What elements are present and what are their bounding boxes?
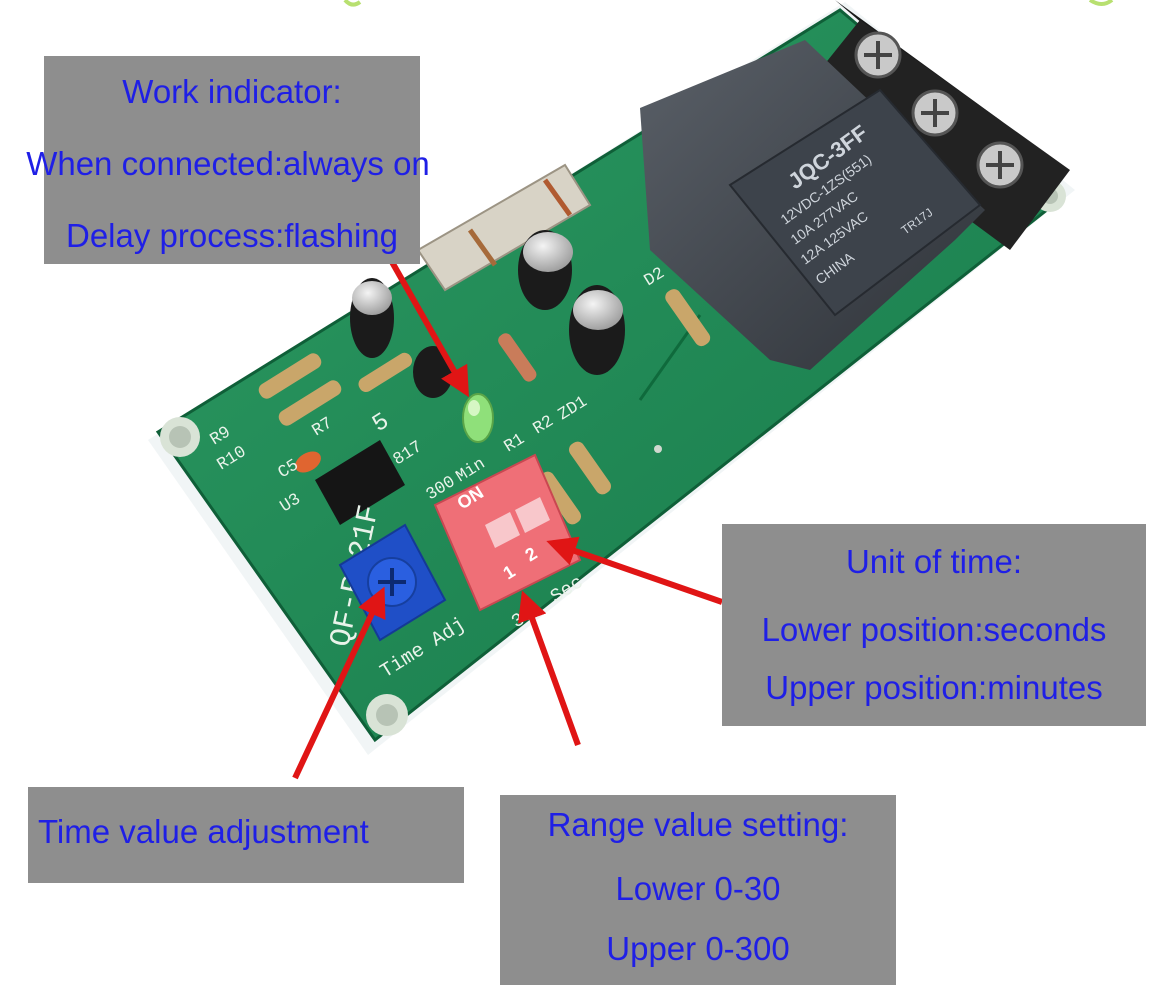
terminal-block xyxy=(800,0,1070,250)
work-indicator-connected-text: When connected:always on xyxy=(26,145,430,182)
work-indicator-led xyxy=(462,393,494,443)
work-indicator-delay-text: Delay process:flashing xyxy=(66,217,398,254)
time-value-title: Time value adjustment xyxy=(38,813,369,850)
unit-of-time-callout: Unit of time: Lower position:seconds Upp… xyxy=(722,524,1146,726)
capacitors xyxy=(350,230,625,375)
relay: JQC-3FF 12VDC-1ZS(551) 10A 277VAC 12A 12… xyxy=(640,40,985,370)
arrow-to-pot xyxy=(292,586,386,780)
dip-switch: ON 1 2 xyxy=(433,453,582,612)
arrow-to-led xyxy=(389,260,469,398)
unit-of-time-upper-text: Upper position:minutes xyxy=(765,669,1103,706)
small-components xyxy=(258,289,711,525)
unit-of-time-title: Unit of time: xyxy=(845,543,1023,580)
callout-arrows xyxy=(292,260,723,780)
unit-of-time-lower-text: Lower position:seconds xyxy=(761,611,1107,648)
arrow-to-dip-1 xyxy=(518,590,581,747)
time-value-callout: Time value adjustment xyxy=(28,787,464,883)
work-indicator-callout: Work indicator: When connected:always on… xyxy=(26,56,430,264)
power-resistor xyxy=(416,163,592,292)
arrow-to-dip-2 xyxy=(546,536,723,605)
range-value-lower-text: Lower 0-30 xyxy=(615,870,781,907)
range-value-callout: Range value setting: Lower 0-30 Upper 0-… xyxy=(500,795,896,985)
range-value-title: Range value setting: xyxy=(547,806,849,843)
work-indicator-title: Work indicator: xyxy=(122,73,342,110)
range-value-upper-text: Upper 0-300 xyxy=(606,930,790,967)
